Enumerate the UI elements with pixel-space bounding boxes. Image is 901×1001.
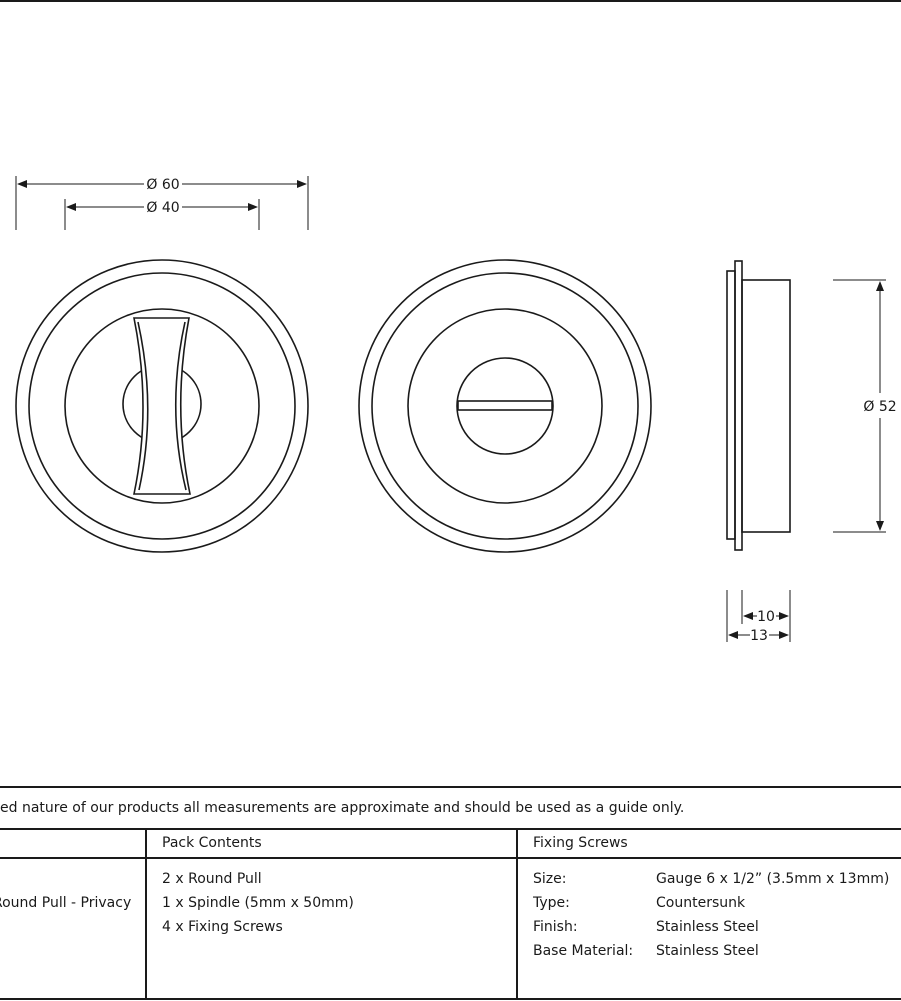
outer-rim xyxy=(358,259,652,553)
spec-value: Countersunk xyxy=(656,895,746,911)
dimension-depth xyxy=(726,590,791,642)
dim-side-diameter: Ø 52 xyxy=(863,399,896,415)
inner-cup xyxy=(407,308,603,504)
front-view-turn xyxy=(15,259,309,553)
side-body xyxy=(741,279,791,533)
side-view xyxy=(726,260,791,551)
release-disc xyxy=(456,357,554,455)
product-name-cell: Round Pull - Privacy xyxy=(0,891,144,915)
inner-cup xyxy=(64,308,260,504)
spec-row: Base Material: Stainless Steel xyxy=(533,939,889,963)
spec-key: Type: xyxy=(533,895,570,911)
fixing-screws-specs: Size: Gauge 6 x 1/2” (3.5mm x 13mm) Type:… xyxy=(533,867,889,963)
spec-row: Finish: Stainless Steel xyxy=(533,915,889,939)
turn-handle-inner-left xyxy=(137,321,149,491)
spec-key: Base Material: xyxy=(533,943,634,959)
spec-value: Stainless Steel xyxy=(656,943,759,959)
dimension-side xyxy=(833,279,886,533)
outer-rim xyxy=(15,259,309,553)
dim-outer-diameter: Ø 60 xyxy=(146,177,179,193)
side-plate xyxy=(726,270,736,540)
dimension-outer xyxy=(15,176,309,230)
dim-depth-inner: 10 xyxy=(757,609,775,625)
pack-item: 1 x Spindle (5mm x 50mm) xyxy=(162,895,354,911)
spec-key: Finish: xyxy=(533,919,578,935)
fixing-screws-header: Fixing Screws xyxy=(533,835,628,851)
pack-contents-list: 2 x Round Pull 1 x Spindle (5mm x 50mm) … xyxy=(162,867,354,939)
dim-inner-diameter: Ø 40 xyxy=(146,200,179,216)
spec-value: Gauge 6 x 1/2” (3.5mm x 13mm) xyxy=(656,871,890,887)
side-flange xyxy=(734,260,743,551)
spec-value: Stainless Steel xyxy=(656,919,759,935)
middle-rim xyxy=(28,272,296,540)
measurement-note: ed nature of our products all measuremen… xyxy=(0,800,685,816)
turn-handle xyxy=(133,317,191,495)
middle-rim xyxy=(371,272,639,540)
pack-item: 2 x Round Pull xyxy=(162,871,262,887)
spec-row: Type: Countersunk xyxy=(533,891,889,915)
front-view-release xyxy=(358,259,652,553)
release-slot xyxy=(457,400,553,411)
pack-contents-header: Pack Contents xyxy=(162,835,262,851)
dim-depth-outer: 13 xyxy=(750,628,768,644)
turn-handle-inner-right xyxy=(174,321,187,491)
spec-key: Size: xyxy=(533,871,567,887)
spec-row: Size: Gauge 6 x 1/2” (3.5mm x 13mm) xyxy=(533,867,889,891)
pack-item: 4 x Fixing Screws xyxy=(162,919,283,935)
product-name: Round Pull - Privacy xyxy=(0,895,132,911)
dimension-inner xyxy=(64,199,260,230)
